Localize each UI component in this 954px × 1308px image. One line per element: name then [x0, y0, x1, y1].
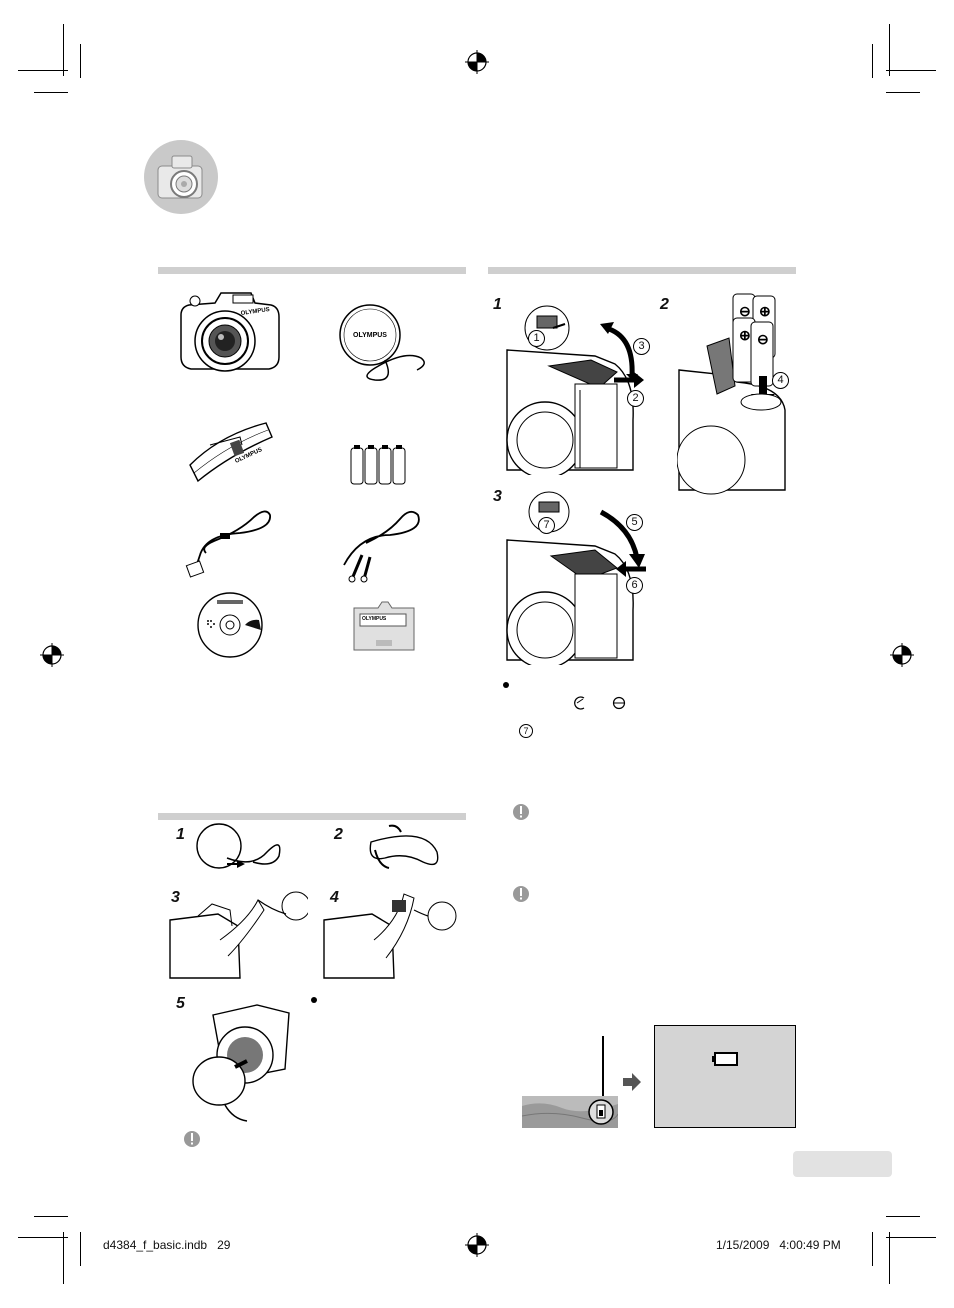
screen-thumbnail [522, 1096, 618, 1128]
page-tab [793, 1151, 892, 1177]
circled-number-6: 6 [626, 577, 643, 594]
bullet-dot [503, 682, 509, 688]
circled-number-7: 7 [538, 517, 555, 534]
strap-step-number: 3 [171, 889, 180, 906]
crop-mark [886, 92, 920, 93]
bullet-dot [311, 997, 317, 1003]
crop-mark [886, 70, 936, 71]
svg-text:⊖: ⊖ [739, 303, 751, 319]
registration-mark-icon [40, 643, 64, 667]
crop-mark [18, 70, 68, 71]
cdrom-illustration [197, 592, 263, 658]
circled-number-3: 3 [633, 338, 650, 355]
battery-direction-icon [574, 696, 585, 710]
battery-cover-close-illustration [506, 491, 634, 665]
cap-attach-step5-illustration [192, 1004, 290, 1122]
batteries-illustration [350, 445, 406, 485]
lens-cap-brand-text: OLYMPUS [353, 332, 387, 339]
caution-icon [513, 886, 529, 902]
battery-step-number: 1 [493, 296, 502, 313]
crop-mark [34, 1216, 68, 1217]
crop-mark [63, 1232, 64, 1284]
cap-cord-step2-illustration [369, 824, 439, 869]
crop-mark [886, 1216, 920, 1217]
crop-mark [80, 44, 81, 78]
arrow-close-icon [599, 509, 645, 568]
battery-step-number: 3 [493, 488, 502, 505]
warning-screen [654, 1025, 796, 1128]
registration-mark-icon [465, 50, 489, 74]
strap-step-number: 2 [334, 826, 343, 843]
strap-illustration: OLYMPUS [189, 422, 273, 483]
registration-mark-icon [465, 1233, 489, 1257]
registration-mark-icon [890, 643, 914, 667]
circled-number-1: 1 [528, 330, 545, 347]
caution-icon [513, 804, 529, 820]
arrow-right-icon [623, 1073, 641, 1091]
strap-step-number: 4 [330, 889, 339, 906]
crop-mark [889, 1232, 890, 1284]
section-bar-contents [158, 267, 466, 274]
battery-low-icon [712, 1052, 738, 1066]
camera-brand-text: OLYMPUS [240, 307, 270, 317]
usb-cable-illustration [185, 510, 271, 578]
caution-icon [184, 1131, 200, 1147]
footer-file-slug: d4384_f_basic.indb 29 [103, 1238, 231, 1252]
chapter-camera-icon [144, 140, 218, 214]
crop-mark [63, 24, 64, 76]
arrow-push-icon [616, 561, 646, 577]
crop-mark [80, 1232, 81, 1266]
svg-text:⊖: ⊖ [757, 331, 769, 347]
crop-mark [872, 44, 873, 78]
crop-mark [889, 24, 890, 76]
card-adapter-illustration: OLYMPUS [353, 601, 415, 651]
av-cable-illustration [343, 510, 420, 583]
footer-datetime: 1/15/2009 4:00:49 PM [716, 1238, 841, 1252]
battery-cover-open-illustration [506, 305, 634, 475]
strap-step-number: 5 [176, 995, 185, 1012]
cap-cord-step1-illustration [196, 823, 281, 869]
section-bar-strap [158, 813, 466, 820]
arrow-slide-icon [614, 372, 644, 388]
section-bar-batteries [488, 267, 796, 274]
crop-mark [34, 92, 68, 93]
crop-mark [18, 1237, 68, 1238]
circled-number-2: 2 [627, 390, 644, 407]
svg-text:⊕: ⊕ [739, 327, 751, 343]
circled-number-7-inline: 7 [519, 724, 533, 738]
crop-mark [886, 1237, 936, 1238]
lock-direction-icon [612, 696, 626, 710]
indicator-leader-line [602, 1036, 604, 1098]
insert-batteries-illustration: ⊖ ⊕ ⊕ ⊖ [677, 293, 786, 495]
circled-number-5: 5 [626, 514, 643, 531]
strap-step-number: 1 [176, 826, 185, 843]
cap-attach-step4-illustration [323, 893, 457, 979]
card-adapter-brand-text: OLYMPUS [362, 616, 387, 622]
crop-mark [872, 1232, 873, 1266]
cap-attach-step3-illustration [169, 891, 308, 979]
camera-illustration: OLYMPUS [180, 292, 280, 372]
lens-cap-illustration: OLYMPUS [339, 304, 425, 381]
circled-number-4: 4 [772, 372, 789, 389]
battery-step-number: 2 [660, 296, 669, 313]
svg-text:⊕: ⊕ [759, 303, 771, 319]
